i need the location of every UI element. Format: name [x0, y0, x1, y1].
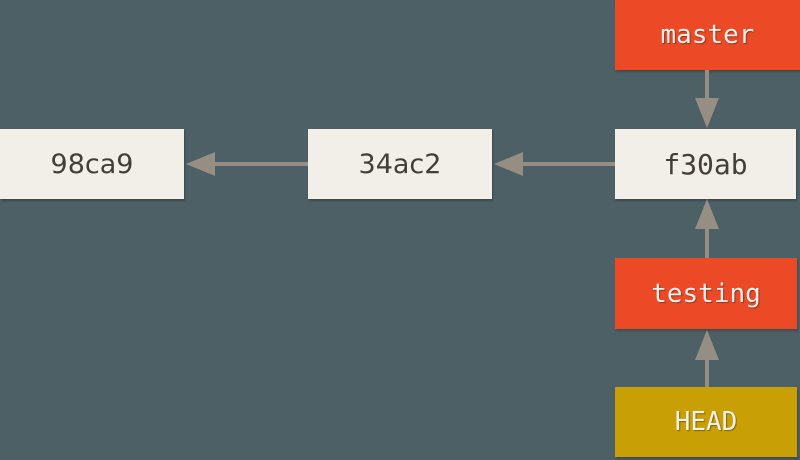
branch-node-testing: testing [615, 258, 797, 329]
arrow-line [705, 225, 709, 258]
arrow-line [520, 162, 615, 166]
arrowhead-left-icon [186, 152, 215, 176]
arrowhead-left-icon [494, 152, 523, 176]
head-node: HEAD [615, 387, 797, 457]
arrowhead-down-icon [695, 98, 719, 128]
branch-name-label: master [660, 20, 755, 50]
arrowhead-up-icon [695, 199, 719, 229]
commit-node-f30ab: f30ab [615, 129, 796, 199]
commit-node-34ac2: 34ac2 [308, 129, 492, 199]
arrow-line [212, 162, 308, 166]
arrowhead-up-icon [695, 330, 719, 360]
arrow-line [705, 356, 709, 387]
arrow-line [705, 70, 709, 102]
branch-name-label: testing [651, 278, 761, 309]
head-label: HEAD [674, 407, 738, 437]
commit-hash-label: 34ac2 [358, 148, 442, 180]
commit-hash-label: 98ca9 [50, 148, 134, 180]
commit-hash-label: f30ab [663, 147, 748, 181]
branch-node-master: master [615, 0, 800, 70]
commit-node-98ca9: 98ca9 [0, 129, 184, 199]
